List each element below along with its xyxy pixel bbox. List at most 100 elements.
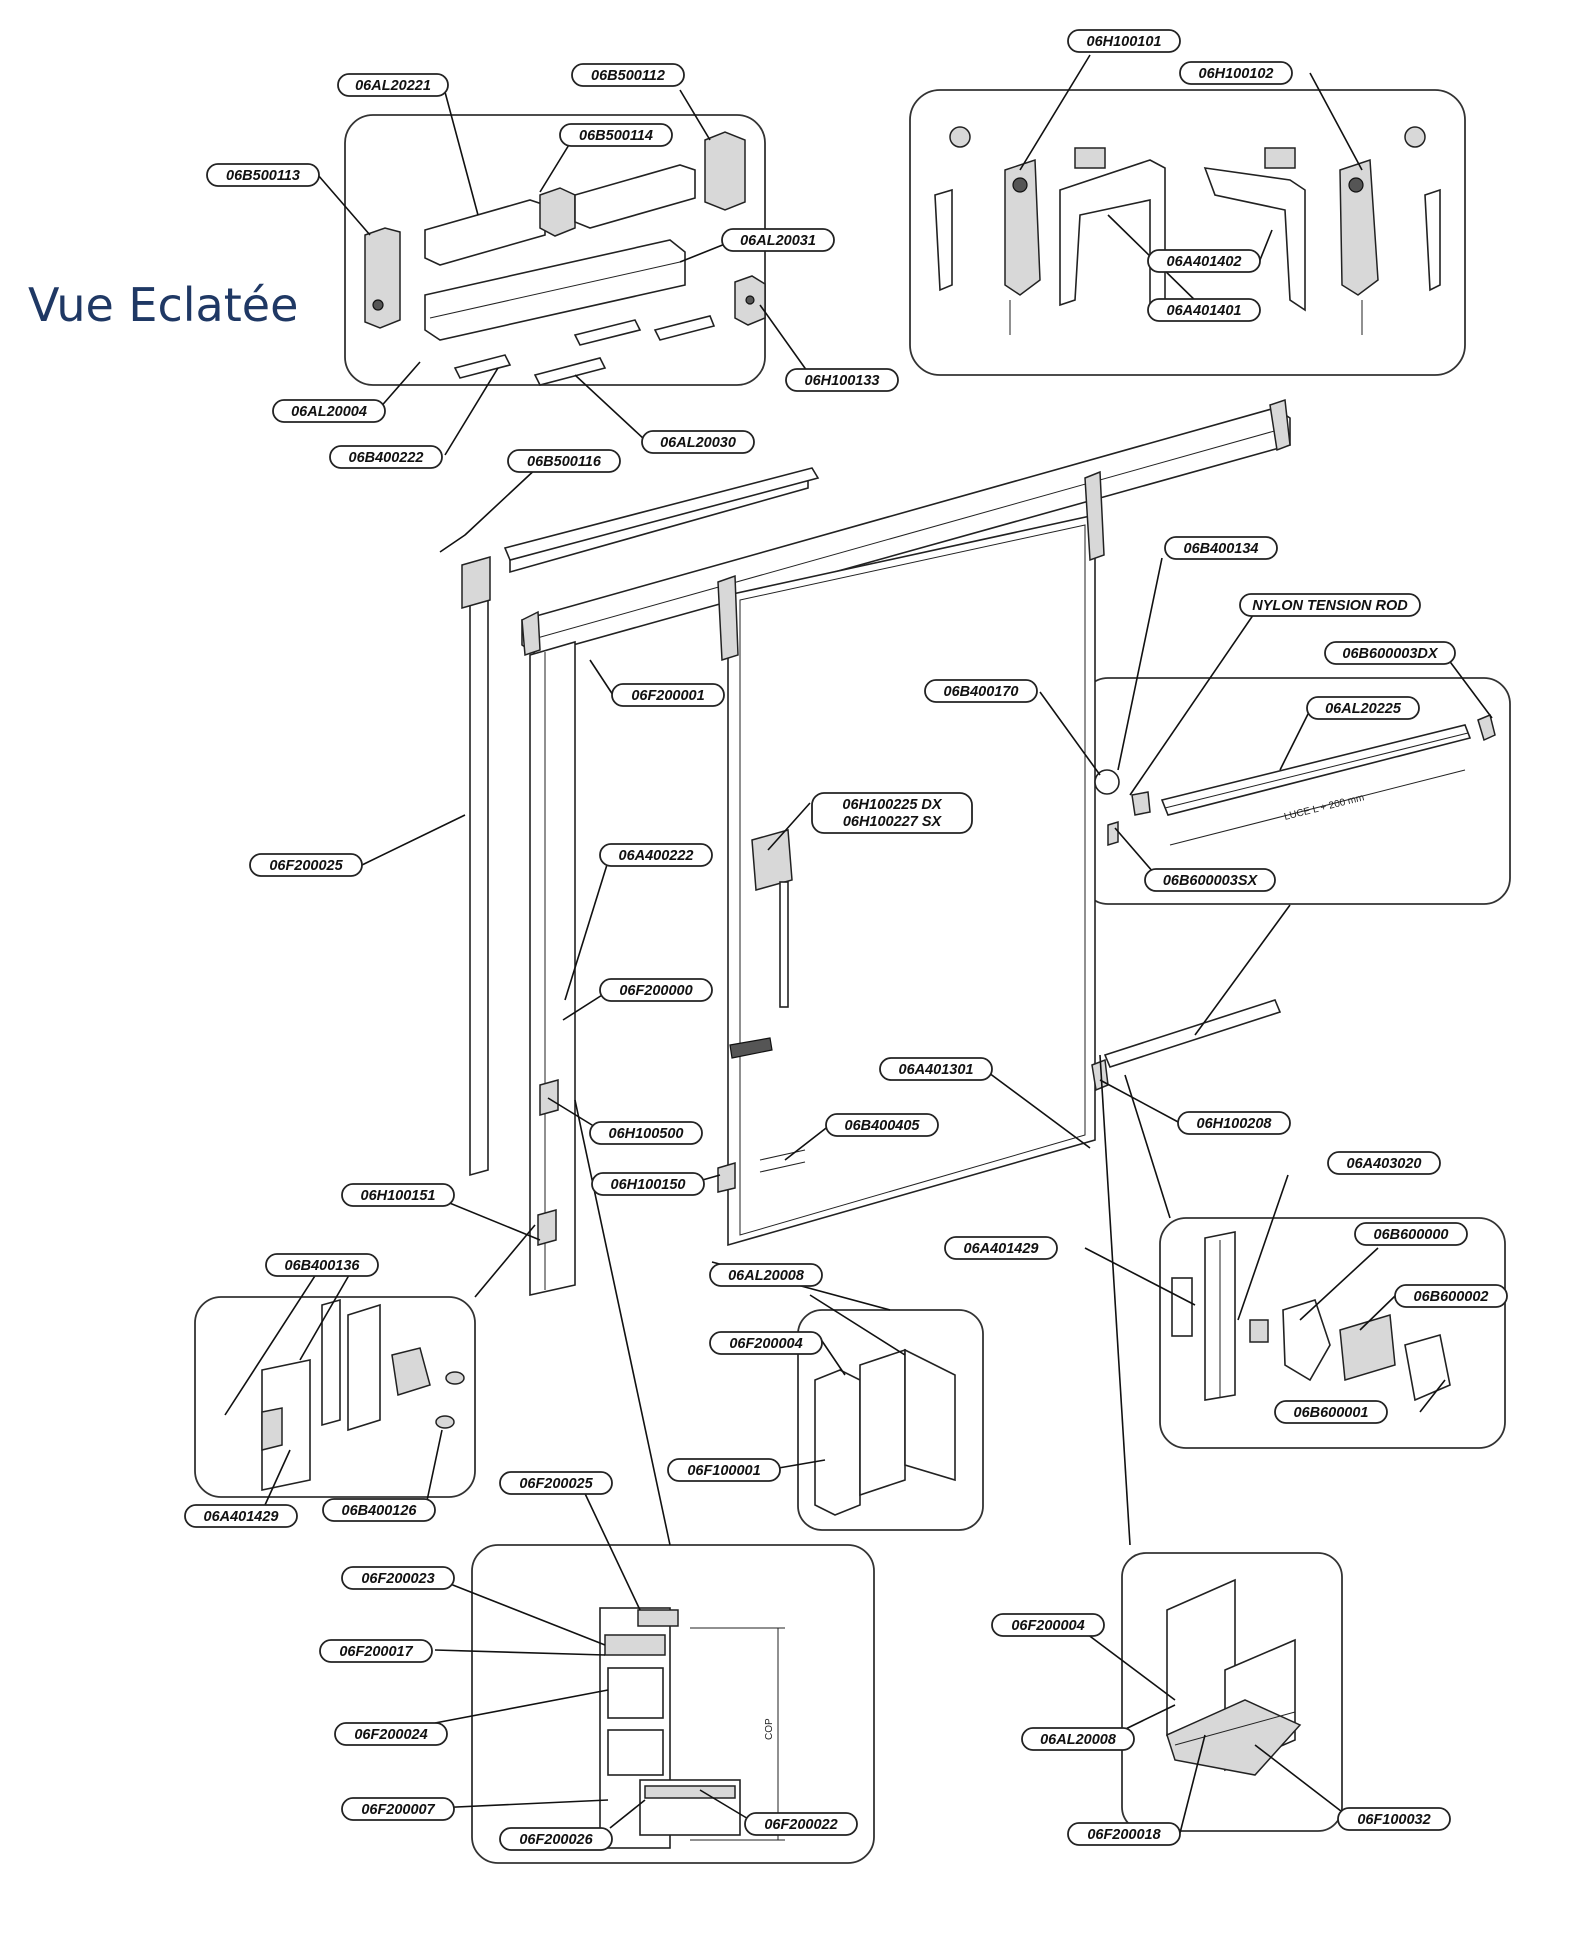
label-06H100150: 06H100150 <box>591 1172 705 1196</box>
svg-text:06H100225 DX: 06H100225 DX <box>842 797 942 813</box>
label-06F200023: 06F200023 <box>341 1566 455 1590</box>
svg-text:06B600003DX: 06B600003DX <box>1342 646 1438 662</box>
luce-annotation: LUCE L + 200 mm <box>1283 792 1365 823</box>
label-06AL20031: 06AL20031 <box>721 228 835 252</box>
label-06B600003DX: 06B600003DX <box>1324 641 1456 665</box>
cop-annotation: COP <box>764 1718 775 1740</box>
svg-text:06B600001: 06B600001 <box>1294 1405 1369 1421</box>
label-06F200025-bottom: 06F200025 <box>499 1471 613 1495</box>
label-06AL20008-mid: 06AL20008 <box>709 1263 823 1287</box>
svg-text:06F200025: 06F200025 <box>269 858 343 874</box>
svg-text:06F200001: 06F200001 <box>631 688 704 704</box>
group-bottom-guide-parts <box>1159 1217 1506 1449</box>
svg-text:06A401401: 06A401401 <box>1167 303 1242 319</box>
label-06F200000: 06F200000 <box>599 978 713 1002</box>
svg-text:06H100102: 06H100102 <box>1199 66 1274 82</box>
svg-text:06AL20031: 06AL20031 <box>740 233 816 249</box>
svg-text:06F200004: 06F200004 <box>1011 1618 1084 1634</box>
label-06B600000: 06B600000 <box>1354 1222 1468 1246</box>
hanger-parts <box>934 126 1441 335</box>
svg-text:06B500114: 06B500114 <box>579 128 653 144</box>
label-06B400126: 06B400126 <box>322 1498 436 1522</box>
label-06A401429-right: 06A401429 <box>944 1236 1058 1260</box>
svg-text:06AL20030: 06AL20030 <box>660 435 736 451</box>
label-06B400136: 06B400136 <box>265 1253 379 1277</box>
label-06B400170: 06B400170 <box>924 679 1038 703</box>
label-06F200004-mid: 06F200004 <box>709 1331 823 1355</box>
label-06A403020: 06A403020 <box>1327 1151 1441 1175</box>
label-06B400405: 06B400405 <box>825 1113 939 1137</box>
group-bottom-seal-section <box>1121 1552 1343 1832</box>
svg-text:06A401402: 06A401402 <box>1167 254 1242 270</box>
svg-text:06F200023: 06F200023 <box>361 1571 434 1587</box>
label-06F200007: 06F200007 <box>341 1797 455 1821</box>
svg-text:06H100133: 06H100133 <box>805 373 880 389</box>
label-06F200004-bottom: 06F200004 <box>991 1613 1105 1637</box>
svg-text:06A403020: 06A403020 <box>1347 1156 1422 1172</box>
top-guide-cover-parts <box>364 131 766 386</box>
svg-text:06AL20008: 06AL20008 <box>1040 1732 1117 1748</box>
label-06AL20004: 06AL20004 <box>272 399 386 423</box>
label-06A401402: 06A401402 <box>1147 249 1261 273</box>
svg-text:06B600003SX: 06B600003SX <box>1163 873 1259 889</box>
svg-text:06H100227 SX: 06H100227 SX <box>843 814 943 830</box>
svg-text:06A401429: 06A401429 <box>964 1241 1039 1257</box>
svg-text:06B400222: 06B400222 <box>349 450 424 466</box>
group-tension-rod-parts <box>1081 677 1511 905</box>
group-frame-section <box>471 1544 875 1864</box>
label-06F200024: 06F200024 <box>334 1722 448 1746</box>
svg-text:06A401429: 06A401429 <box>204 1509 279 1525</box>
label-06F100032: 06F100032 <box>1337 1807 1451 1831</box>
svg-text:06F200004: 06F200004 <box>729 1336 802 1352</box>
svg-text:06B400405: 06B400405 <box>845 1118 921 1134</box>
label-06A400222: 06A400222 <box>599 843 713 867</box>
label-06H100151: 06H100151 <box>341 1183 455 1207</box>
svg-text:06B400170: 06B400170 <box>944 684 1019 700</box>
label-06H100208: 06H100208 <box>1177 1111 1291 1135</box>
label-06F200026: 06F200026 <box>499 1827 613 1851</box>
svg-text:06F100032: 06F100032 <box>1357 1812 1430 1828</box>
svg-text:06A401301: 06A401301 <box>899 1062 974 1078</box>
group-top-guide-parts <box>344 114 766 386</box>
label-06B500113: 06B500113 <box>206 163 320 187</box>
svg-text:06B400136: 06B400136 <box>285 1258 361 1274</box>
label-06F200018: 06F200018 <box>1067 1822 1181 1846</box>
label-06F100001: 06F100001 <box>667 1458 781 1482</box>
label-nylon-tension-rod: NYLON TENSION ROD <box>1239 593 1421 617</box>
svg-text:06H100150: 06H100150 <box>611 1177 686 1193</box>
svg-text:06F200024: 06F200024 <box>354 1727 427 1743</box>
page-title: Vue Eclatée <box>28 278 299 332</box>
svg-text:06B500116: 06B500116 <box>527 454 602 470</box>
svg-text:06AL20225: 06AL20225 <box>1325 701 1402 717</box>
group-stop-parts <box>194 1296 476 1498</box>
svg-text:06B400126: 06B400126 <box>342 1503 418 1519</box>
svg-text:06F200022: 06F200022 <box>764 1817 837 1833</box>
svg-text:06AL20008: 06AL20008 <box>728 1268 805 1284</box>
label-06H100102: 06H100102 <box>1179 61 1293 85</box>
svg-text:06B400134: 06B400134 <box>1184 541 1259 557</box>
label-06B500112: 06B500112 <box>571 63 685 87</box>
label-06F200022: 06F200022 <box>744 1812 858 1836</box>
label-06B600001: 06B600001 <box>1274 1400 1388 1424</box>
label-06A401301: 06A401301 <box>879 1057 993 1081</box>
svg-text:06B600002: 06B600002 <box>1414 1289 1489 1305</box>
svg-text:06F200018: 06F200018 <box>1087 1827 1161 1843</box>
frame-section-drawing: COP <box>599 1607 785 1849</box>
label-06A401401: 06A401401 <box>1147 298 1261 322</box>
label-06B600002: 06B600002 <box>1394 1284 1508 1308</box>
svg-text:06H100101: 06H100101 <box>1087 34 1162 50</box>
svg-text:06A400222: 06A400222 <box>619 848 694 864</box>
svg-text:06F200025: 06F200025 <box>519 1476 593 1492</box>
label-06B400222: 06B400222 <box>329 445 443 469</box>
svg-text:06F200026: 06F200026 <box>519 1832 593 1848</box>
label-06F200025-left: 06F200025 <box>249 853 363 877</box>
label-06F200017: 06F200017 <box>319 1639 433 1663</box>
svg-text:06B500112: 06B500112 <box>591 68 665 84</box>
svg-text:06B500113: 06B500113 <box>226 168 300 184</box>
bottom-seal-section-drawing <box>1166 1578 1302 1776</box>
label-06H100500: 06H100500 <box>589 1121 703 1145</box>
svg-text:06F100001: 06F100001 <box>687 1463 760 1479</box>
label-06B600003SX: 06B600003SX <box>1144 868 1276 892</box>
svg-text:06F200007: 06F200007 <box>361 1802 435 1818</box>
